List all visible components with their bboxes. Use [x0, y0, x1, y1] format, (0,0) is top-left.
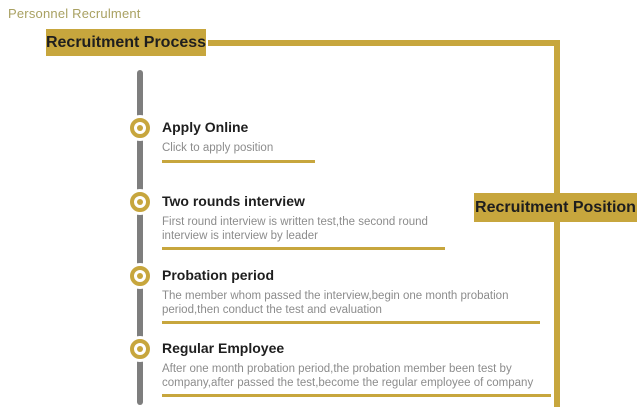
step-underline: [162, 394, 551, 397]
timeline-step-two-rounds-interview[interactable]: Two rounds interview First round intervi…: [162, 193, 445, 250]
step-title[interactable]: Two rounds interview: [162, 193, 305, 209]
step-description: The member whom passed the interview,beg…: [162, 290, 509, 316]
step-title[interactable]: Apply Online: [162, 119, 249, 135]
page-title: Personnel Recrulment: [8, 6, 141, 21]
timeline-marker-icon: [130, 118, 150, 138]
timeline-marker-icon: [130, 266, 150, 286]
step-description: After one month probation period,the pro…: [162, 363, 534, 389]
process-to-position-connector-horizontal: [208, 40, 560, 46]
step-description: Click to apply position: [162, 142, 274, 154]
timeline-step-probation-period[interactable]: Probation period The member whom passed …: [162, 267, 540, 324]
timeline-step-regular-employee[interactable]: Regular Employee After one month probati…: [162, 340, 551, 397]
step-description: First round interview is written test,th…: [162, 216, 428, 242]
step-underline: [162, 321, 540, 324]
step-underline: [162, 247, 445, 250]
timeline-step-apply-online[interactable]: Apply Online Click to apply position: [162, 119, 315, 163]
tab-recruitment-position[interactable]: Recruitment Position: [474, 193, 637, 222]
timeline-marker-icon: [130, 192, 150, 212]
step-title[interactable]: Regular Employee: [162, 340, 285, 356]
step-title[interactable]: Probation period: [162, 267, 274, 283]
tab-recruitment-process[interactable]: Recruitment Process: [46, 29, 206, 56]
timeline-marker-icon: [130, 339, 150, 359]
timeline-vertical-line: [137, 70, 143, 405]
process-to-position-connector-vertical: [554, 40, 560, 407]
step-underline: [162, 159, 315, 163]
